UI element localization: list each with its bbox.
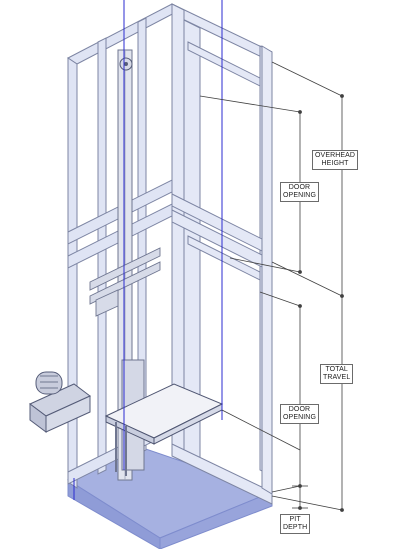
door-opening-lower-label: DOOR OPENING (280, 404, 319, 424)
door-opening-upper-label: DOOR OPENING (280, 182, 319, 202)
front-posts (261, 45, 273, 495)
hoistway-lines (73, 0, 223, 500)
lift-platform (104, 383, 224, 476)
pit-depth-label: PIT DEPTH (280, 514, 311, 534)
pump-unit (29, 371, 91, 433)
mid-brackets (89, 247, 161, 317)
total-travel-label: TOTAL TRAVEL (320, 364, 354, 384)
overhead-height-label: OVERHEAD HEIGHT (312, 150, 359, 170)
